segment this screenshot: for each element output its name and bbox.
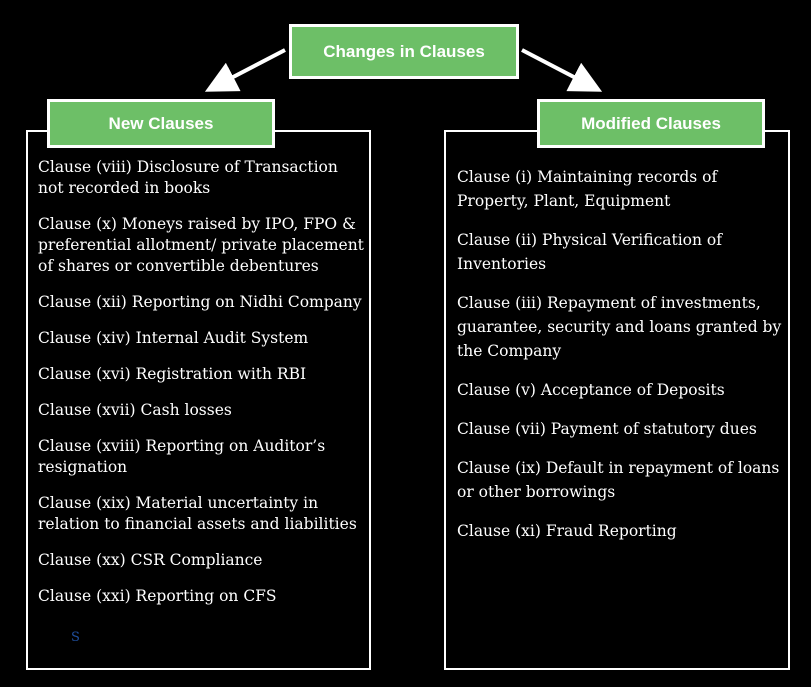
stray-mark: S: [71, 630, 80, 645]
list-item: Clause (xvi) Registration with RBI: [38, 365, 307, 383]
list-item: Clause (viii) Disclosure of Transaction …: [38, 158, 338, 197]
list-item: Clause (i) Maintaining records of Proper…: [457, 168, 718, 210]
list-item: Clause (xiv) Internal Audit System: [38, 329, 309, 347]
diagram-title: Changes in Clauses: [323, 41, 485, 61]
list-item: Clause (v) Acceptance of Deposits: [457, 381, 725, 399]
modified-clauses-header: Modified Clauses: [537, 99, 765, 148]
new-clauses-list: Clause (viii) Disclosure of Transaction …: [38, 157, 368, 622]
list-item: Clause (xix) Material uncertainty in rel…: [38, 494, 357, 533]
list-item: Clause (vii) Payment of statutory dues: [457, 420, 757, 438]
list-item: Clause (x) Moneys raised by IPO, FPO & p…: [38, 215, 364, 275]
list-item: Clause (iii) Repayment of investments, g…: [457, 294, 782, 360]
arrow-to-new-clauses: [204, 48, 286, 92]
list-item: Clause (xviii) Reporting on Auditor’s re…: [38, 437, 326, 476]
new-clauses-heading: New Clauses: [108, 113, 214, 133]
list-item: Clause (xi) Fraud Reporting: [457, 522, 677, 540]
list-item: Clause (xvii) Cash losses: [38, 401, 232, 419]
modified-clauses-heading: Modified Clauses: [581, 113, 721, 133]
new-clauses-header: New Clauses: [47, 99, 275, 148]
list-item: Clause (ix) Default in repayment of loan…: [457, 459, 780, 501]
list-item: Clause (xx) CSR Compliance: [38, 551, 263, 569]
list-item: Clause (ii) Physical Verification of Inv…: [457, 231, 722, 273]
list-item: Clause (xxi) Reporting on CFS: [38, 587, 277, 605]
title-box: Changes in Clauses: [289, 24, 519, 79]
list-item: Clause (xii) Reporting on Nidhi Company: [38, 293, 362, 311]
arrow-to-modified-clauses: [521, 48, 603, 92]
modified-clauses-list: Clause (i) Maintaining records of Proper…: [457, 165, 782, 558]
